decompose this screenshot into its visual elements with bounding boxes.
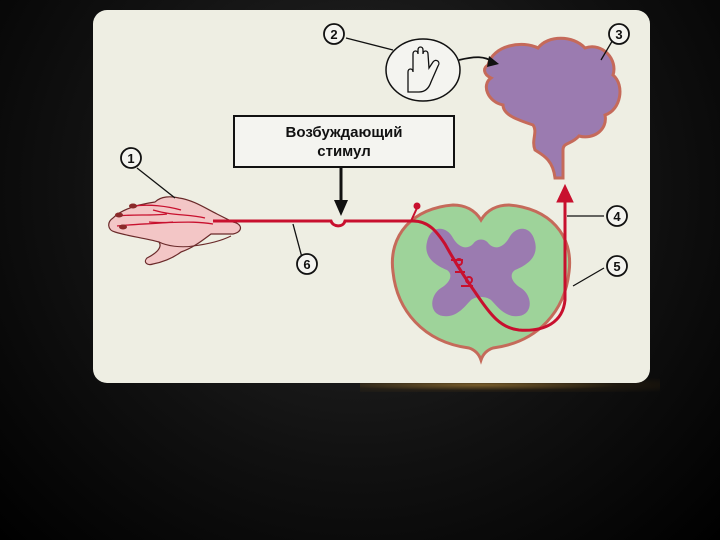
callout-2: 2: [323, 23, 345, 45]
stimulus-label-line1: Возбуждающий: [285, 123, 403, 141]
callout-6: 6: [296, 253, 318, 275]
callout-1-label: 1: [127, 151, 134, 166]
brain: [483, 36, 622, 180]
callout-2-label: 2: [330, 27, 337, 42]
callout-5: 5: [606, 255, 628, 277]
callout-5-label: 5: [613, 259, 620, 274]
stimulus-label-line2: стимул: [317, 142, 371, 160]
spinal-cord-section: [390, 203, 572, 365]
callout-6-label: 6: [303, 257, 310, 272]
callout-1: 1: [120, 147, 142, 169]
callout-3: 3: [608, 23, 630, 45]
callout-3-label: 3: [615, 27, 622, 42]
diagram-canvas: 1 2 3 4 5 6: [108, 23, 630, 365]
nerve-pathway: [213, 183, 574, 332]
sensation-bubble: [385, 38, 499, 102]
callouts: 1 2 3 4 5 6: [120, 23, 630, 277]
callout-4: 4: [606, 205, 628, 227]
stimulus-label-box: Возбуждающий стимул: [233, 115, 455, 168]
hand: [108, 196, 242, 266]
reflex-diagram: 1 2 3 4 5 6 Возбуждающ: [93, 10, 650, 383]
callout-4-label: 4: [613, 209, 621, 224]
